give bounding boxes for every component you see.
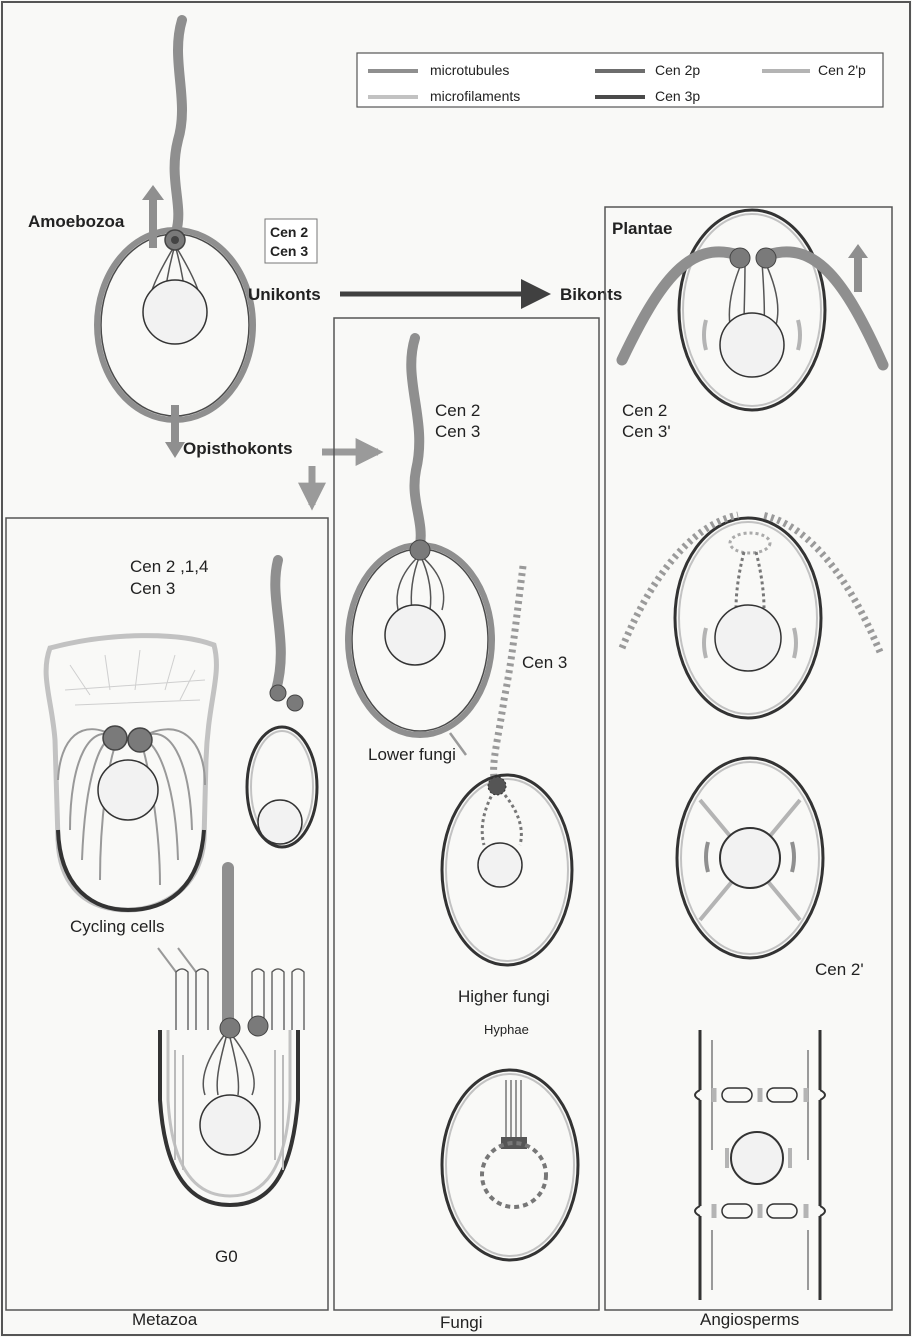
fungi-cen-line1: Cen 2 — [435, 401, 480, 420]
plantae-dashed-basal-apparatus — [730, 533, 770, 553]
tissue-vesicle-bottom-1 — [722, 1204, 752, 1218]
higher-fungi-spindle — [482, 786, 521, 845]
metazoa-small-basal-body — [270, 685, 286, 701]
opisthokont-arrow-head — [165, 442, 185, 458]
metazoa-flagellum — [275, 560, 281, 690]
legend-label-cen2p: Cen 2p — [655, 62, 700, 78]
plantae-basal-body-left — [730, 248, 750, 268]
higher-fungi-nucleus — [478, 843, 522, 887]
tissue-vesicle-bottom-2 — [767, 1204, 797, 1218]
angiosperm-tissue — [695, 1030, 825, 1300]
caption-angiosperms: Angiosperms — [700, 1310, 799, 1329]
label-cycling-cells: Cycling cells — [70, 917, 164, 936]
legend-label-microfilaments: microfilaments — [430, 88, 520, 104]
g0-primary-cilium — [222, 862, 234, 1027]
g0-basal-body — [220, 1018, 240, 1038]
cycling-cell-centrosome-1 — [103, 726, 127, 750]
hyphae-spb — [501, 1137, 527, 1149]
label-bikonts: Bikonts — [560, 285, 622, 304]
cen-box-line1: Cen 2 — [270, 224, 308, 240]
ancestral-nucleus — [143, 280, 207, 344]
metazoa-cycling-cell — [46, 636, 216, 910]
angiosperm-cell — [677, 758, 823, 958]
tissue-vesicle-top-1 — [722, 1088, 752, 1102]
tissue-vesicle-top-2 — [767, 1088, 797, 1102]
metazoa-cen-line1: Cen 2 ,1,4 — [130, 557, 208, 576]
hypha-dashed-microtubule — [494, 566, 523, 778]
cycle-arrow-down — [158, 948, 176, 972]
hyphae-cell — [442, 1070, 578, 1260]
fungi-cen-line2: Cen 3 — [435, 422, 480, 441]
lower-fungi-nucleus — [385, 605, 445, 665]
legend: microtubules Cen 2p Cen 2'p microfilamen… — [357, 53, 883, 107]
label-fungi-cen3: Cen 3 — [522, 653, 567, 672]
metazoa-g0-cell — [160, 862, 304, 1205]
hyphae-cortex — [446, 1074, 574, 1256]
plantae-arrow-head — [848, 244, 868, 258]
label-unikonts: Unikonts — [248, 285, 321, 304]
plantae-dashed-roots — [736, 552, 764, 608]
label-plantae: Plantae — [612, 219, 672, 238]
plantae-cen-line2: Cen 3' — [622, 422, 671, 441]
caption-fungi: Fungi — [440, 1313, 483, 1332]
label-opisthokonts: Opisthokonts — [183, 439, 293, 458]
cycle-arrow-up — [178, 948, 196, 972]
lower-fungi-flagellum — [411, 338, 420, 545]
plantae-basal-body-right — [756, 248, 776, 268]
g0-roots — [203, 1030, 254, 1095]
g0-microvilli — [176, 969, 304, 1030]
tissue-nucleus — [731, 1132, 783, 1184]
metazoa-small-nucleus — [258, 800, 302, 844]
lower-fungi-cell — [348, 338, 492, 735]
plantae-mitotic-cell — [622, 515, 880, 718]
plantae-cell-membrane — [679, 210, 825, 410]
higher-fungi-cell — [442, 775, 572, 965]
label-amoebozoa: Amoebozoa — [28, 212, 125, 231]
lower-fungi-basal-body — [410, 540, 430, 560]
label-cen2-prime: Cen 2' — [815, 960, 864, 979]
metazoa-small-centriole — [287, 695, 303, 711]
label-g0: G0 — [215, 1247, 238, 1266]
lower-fungi-roots — [397, 555, 444, 610]
legend-label-cen3p: Cen 3p — [655, 88, 700, 104]
plantae-cen-line1: Cen 2 — [622, 401, 667, 420]
ancestral-basal-body-core — [171, 236, 179, 244]
g0-centriole — [248, 1016, 268, 1036]
cycling-cell-filament-mesh — [65, 650, 205, 705]
hyphae-nucleus — [482, 1143, 546, 1207]
amoebozoa-arrow-head — [142, 185, 164, 200]
metazoa-flagellate-cell — [247, 560, 317, 847]
caption-metazoa: Metazoa — [132, 1310, 198, 1329]
cycling-cell-nucleus — [98, 760, 158, 820]
legend-label-cen2prime-p: Cen 2'p — [818, 62, 866, 78]
legend-label-microtubules: microtubules — [430, 62, 509, 78]
g0-nucleus — [200, 1095, 260, 1155]
label-hyphae: Hyphae — [484, 1022, 529, 1037]
angiosperm-nucleus — [720, 828, 780, 888]
higher-fungi-spb — [488, 777, 506, 795]
label-higher-fungi: Higher fungi — [458, 987, 550, 1006]
hyphae-membrane — [442, 1070, 578, 1260]
plantae-mitotic-nucleus — [715, 605, 781, 671]
cycling-cell-membrane — [58, 830, 204, 910]
ancestral-flagellum — [175, 20, 182, 232]
metazoa-cen-line2: Cen 3 — [130, 579, 175, 598]
label-lower-fungi: Lower fungi — [368, 745, 456, 764]
cycling-cell-centrosome-2 — [128, 728, 152, 752]
plantae-nucleus — [720, 313, 784, 377]
ancestral-cell — [97, 20, 253, 458]
plantae-biflagellate-cell — [622, 210, 883, 410]
hyphae-microtubules — [506, 1080, 521, 1138]
cen-box-line2: Cen 3 — [270, 243, 308, 259]
